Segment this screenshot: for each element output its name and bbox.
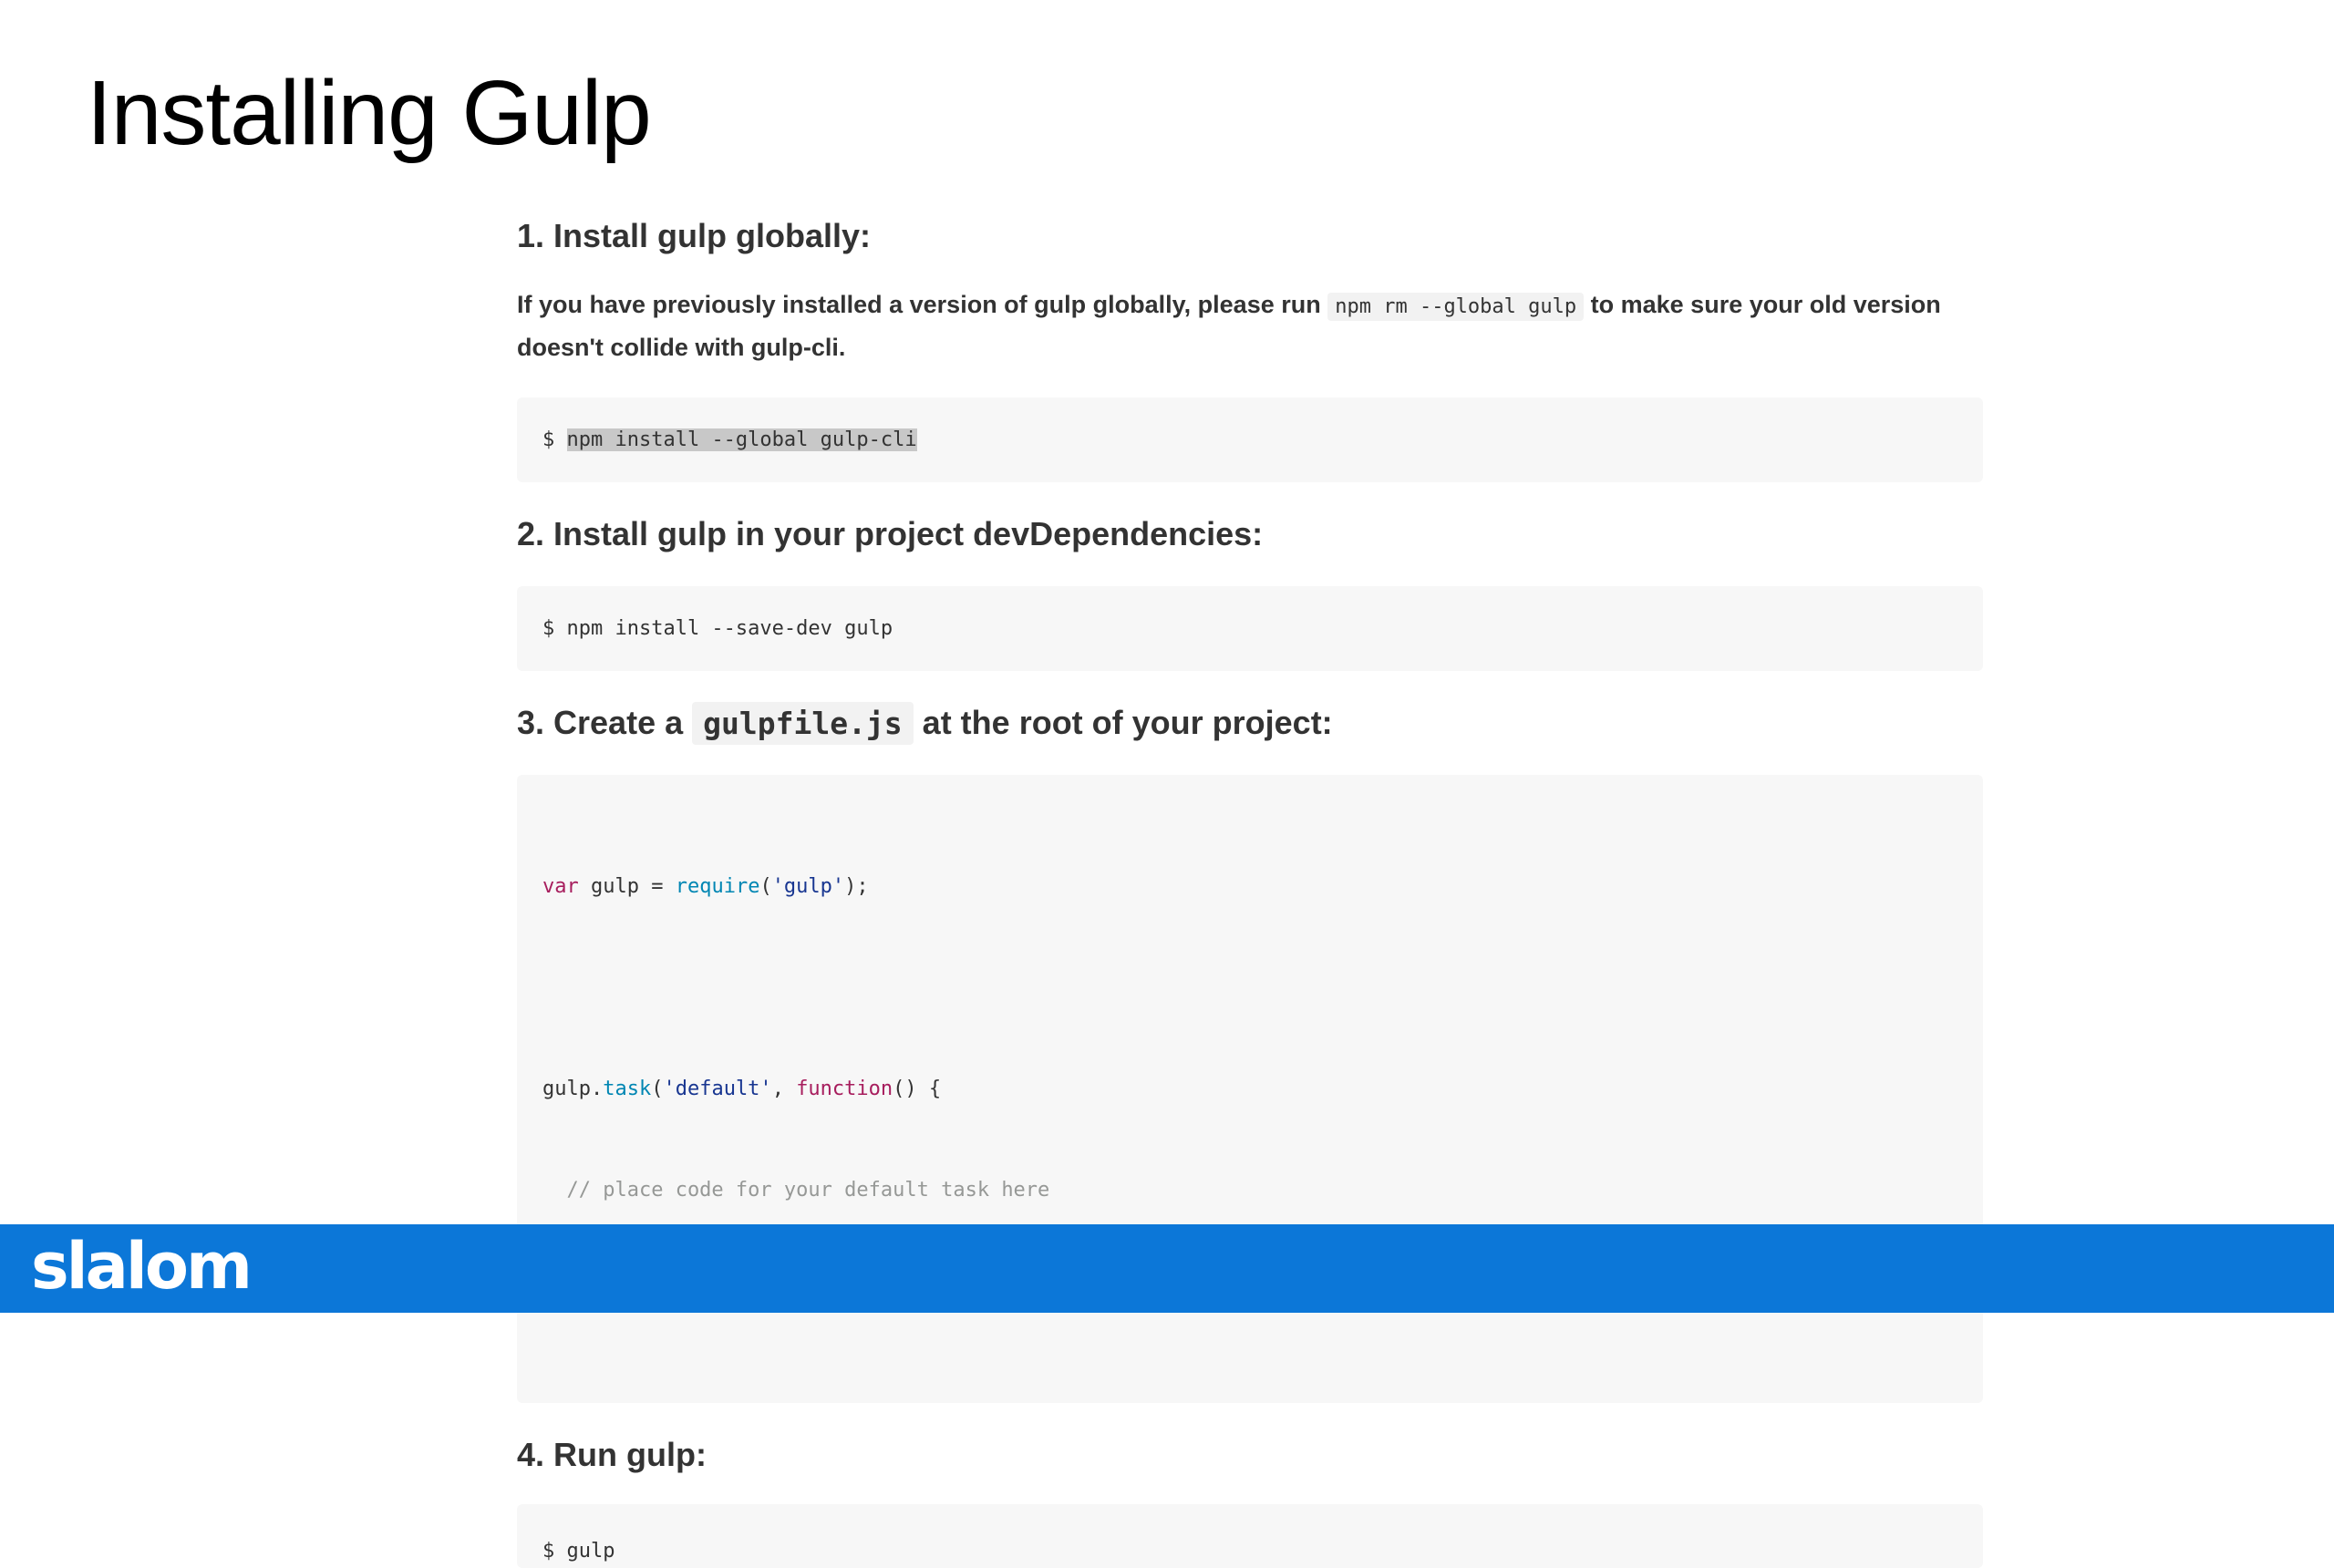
step-3-text-before: 3. Create a xyxy=(517,704,693,741)
code-text: () { xyxy=(893,1078,942,1100)
code-prompt: $ xyxy=(542,428,567,451)
content-area: 1. Install gulp globally: If you have pr… xyxy=(517,205,1983,1568)
code-line-2-blank xyxy=(542,971,1957,1005)
code-text: gulp. xyxy=(542,1078,604,1100)
code-line-4-comment: // place code for your default task here xyxy=(542,1179,1050,1202)
code-text: , xyxy=(771,1078,797,1100)
function-task: task xyxy=(603,1078,652,1100)
footer-bar: slalom xyxy=(0,1224,2334,1313)
step-1-heading: 1. Install gulp globally: xyxy=(517,217,872,254)
slide-title: Installing Gulp xyxy=(87,62,652,164)
string-default: 'default' xyxy=(663,1078,772,1100)
inline-code-npm-rm: npm rm --global gulp xyxy=(1327,293,1585,321)
inline-code-gulpfile: gulpfile.js xyxy=(692,702,914,745)
step-3-text-after: at the root of your project: xyxy=(913,704,1333,741)
code-text: ); xyxy=(844,875,869,898)
step-1-paragraph: If you have previously installed a versi… xyxy=(517,284,1983,368)
code-text: ( xyxy=(759,875,772,898)
step-1-text-before: If you have previously installed a versi… xyxy=(517,291,1328,318)
code-block-run-gulp[interactable]: $ gulp xyxy=(517,1504,1983,1568)
selected-command-text[interactable]: npm install --global gulp-cli xyxy=(566,428,917,451)
function-require: require xyxy=(675,875,760,898)
keyword-var: var xyxy=(542,875,579,898)
step-4-heading: 4. Run gulp: xyxy=(517,1436,707,1473)
string-gulp: 'gulp' xyxy=(771,875,845,898)
code-line-3: gulp.task('default', function() { xyxy=(542,1072,1957,1106)
code-line-1: var gulp = require('gulp'); xyxy=(542,870,1957,903)
keyword-function: function xyxy=(796,1078,893,1100)
code-block-install-save-dev[interactable]: $ npm install --save-dev gulp xyxy=(517,586,1983,671)
code-text: gulp = xyxy=(578,875,676,898)
code-block-install-global[interactable]: $ npm install --global gulp-cli xyxy=(517,397,1983,482)
step-3-heading: 3. Create a gulpfile.js at the root of y… xyxy=(517,702,1983,745)
slalom-logo: slalom xyxy=(31,1229,253,1304)
code-text: ( xyxy=(651,1078,664,1100)
step-2-heading: 2. Install gulp in your project devDepen… xyxy=(517,515,1264,552)
step-1-text-after: to make sure your old version doesn't co… xyxy=(517,291,1941,361)
